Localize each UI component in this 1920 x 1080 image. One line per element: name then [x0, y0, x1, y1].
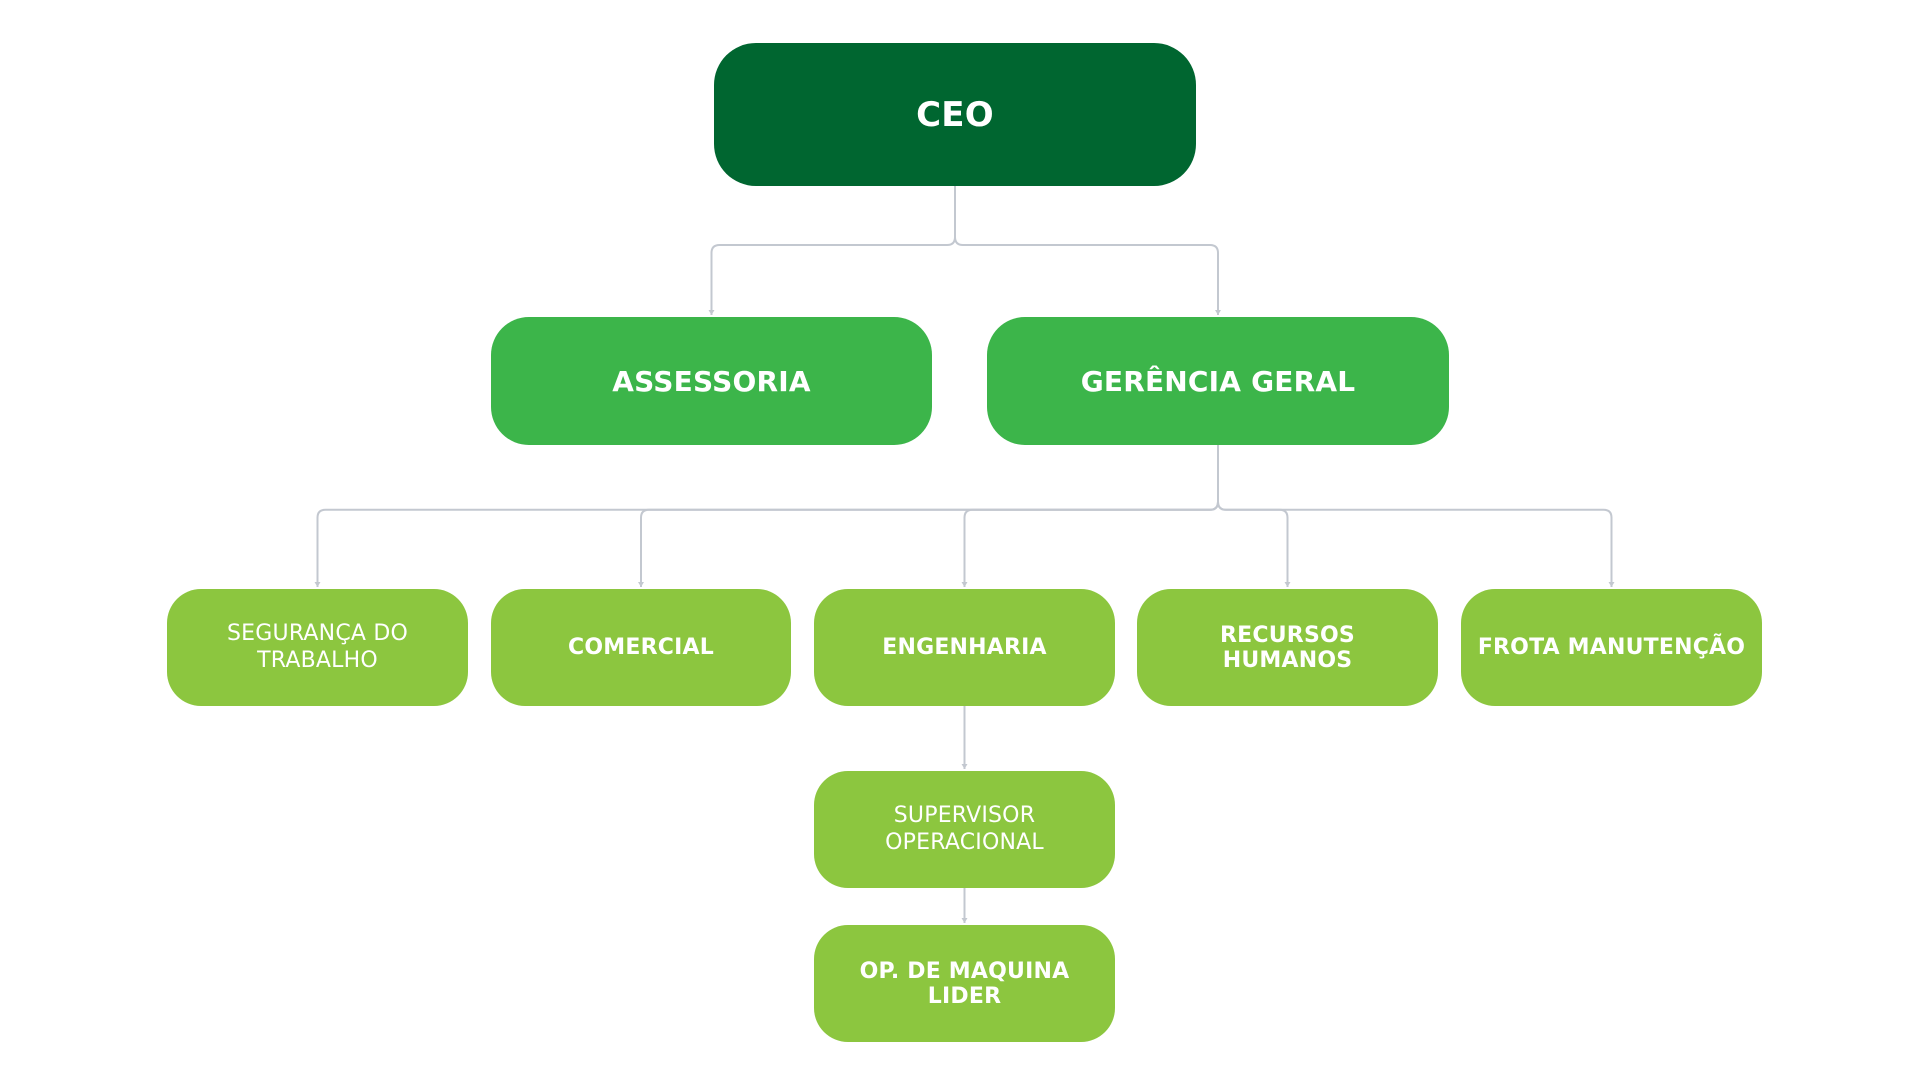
arrowhead-op_maquina_lider — [961, 918, 968, 923]
engenharia-node: ENGENHARIA — [814, 589, 1115, 706]
op-maquina-lider-node: OP. DE MAQUINA LIDER — [814, 925, 1115, 1042]
arrowhead-seguranca_trabalho — [314, 582, 321, 587]
connector-ceo-assessoria — [710, 186, 956, 315]
ceo-label: CEO — [916, 94, 994, 135]
arrowhead-comercial — [638, 582, 644, 587]
connector-ceo-gerencia_geral — [954, 186, 1219, 315]
arrowhead-frota_manutencao — [1608, 582, 1615, 587]
seguranca-trabalho-node: SEGURANÇA DO TRABALHO — [167, 589, 468, 706]
recursos-humanos-node: RECURSOS HUMANOS — [1137, 589, 1438, 706]
arrowhead-assessoria — [708, 310, 715, 315]
supervisor-operacional-label: SUPERVISOR OPERACIONAL — [885, 803, 1044, 855]
arrowhead-gerencia_geral — [1215, 310, 1221, 315]
frota-manutencao-node: FROTA MANUTENÇÃO — [1461, 589, 1762, 706]
frota-manutencao-label: FROTA MANUTENÇÃO — [1477, 635, 1746, 660]
connector-gerencia_geral-seguranca_trabalho — [316, 445, 1219, 587]
gerencia-geral-label: GERÊNCIA GERAL — [1080, 364, 1356, 398]
engenharia-label: ENGENHARIA — [882, 635, 1047, 660]
connector-gerencia_geral-frota_manutencao — [1217, 445, 1613, 587]
arrowhead-engenharia — [961, 582, 968, 587]
arrowhead-recursos_humanos — [1284, 582, 1291, 587]
connector-gerencia_geral-recursos_humanos — [1217, 445, 1289, 587]
recursos-humanos-label: RECURSOS HUMANOS — [1220, 622, 1355, 673]
supervisor-operacional-node: SUPERVISOR OPERACIONAL — [814, 771, 1115, 888]
assessoria-label: ASSESSORIA — [612, 364, 811, 398]
ceo-node: CEO — [714, 43, 1196, 186]
connector-gerencia_geral-engenharia — [963, 445, 1219, 587]
comercial-label: COMERCIAL — [568, 635, 714, 660]
assessoria-node: ASSESSORIA — [491, 317, 932, 445]
comercial-node: COMERCIAL — [491, 589, 791, 706]
gerencia-geral-node: GERÊNCIA GERAL — [987, 317, 1449, 445]
arrowhead-supervisor_operacional — [961, 764, 968, 769]
seguranca-trabalho-label: SEGURANÇA DO TRABALHO — [227, 621, 408, 673]
op-maquina-lider-label: OP. DE MAQUINA LIDER — [859, 958, 1070, 1009]
connector-gerencia_geral-comercial — [640, 445, 1219, 587]
